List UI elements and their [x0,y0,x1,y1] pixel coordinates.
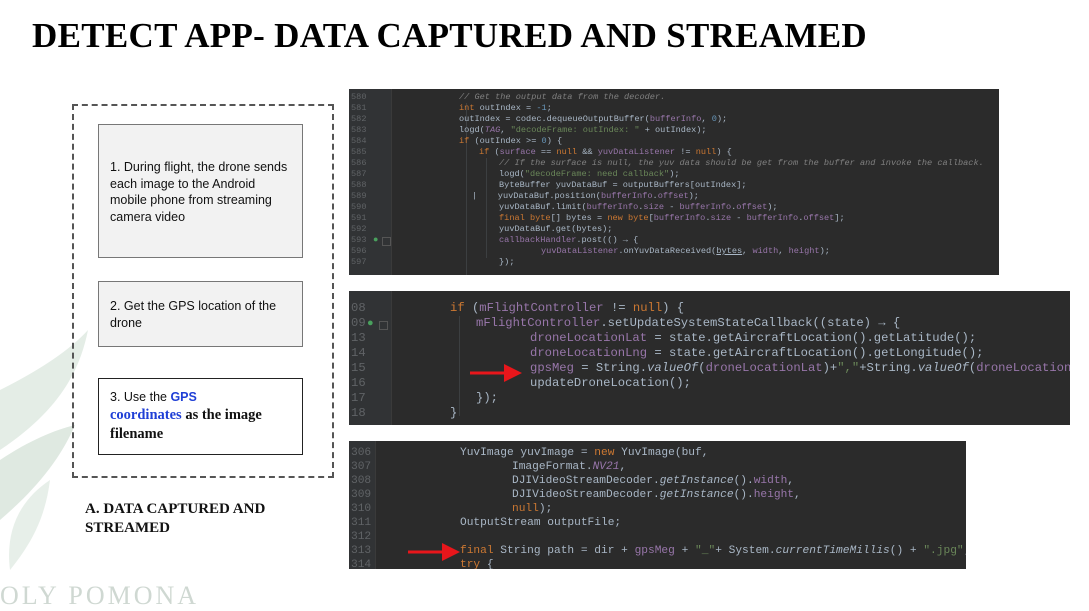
code-line: gpsMeg = String.valueOf(droneLocationLat… [530,361,1070,375]
code-panel-flight-controller: 08 09 13 14 15 16 17 18 ● if (mFlightCon… [349,291,1070,425]
line-number: 582 [351,114,367,124]
code-line: YuvImage yuvImage = new YuvImage(buf, [460,447,709,459]
code-line: }); [476,391,498,405]
code-line: if (surface == null && yuvDataListener !… [479,147,732,157]
slide-title: DETECT APP- DATA CAPTURED AND STREAMED [32,16,867,55]
caption-line-1: A. DATA CAPTURED AND [85,501,266,517]
section-caption: A. DATA CAPTURED AND STREAMED [85,500,325,538]
code-line: // Get the output data from the decoder. [459,92,666,102]
line-number: 314 [351,559,372,569]
red-arrow-icon [470,364,522,382]
line-number: 14 [351,346,366,360]
line-number: 312 [351,531,372,543]
code-line: final String path = dir + gpsMeg + "_"+ … [460,545,966,557]
step-1-box: 1. During flight, the drone sends each i… [98,124,303,258]
line-number: 597 [351,257,367,267]
line-number: 584 [351,136,367,146]
code-line: null); [512,503,553,515]
step-3-prefix: 3. Use the [110,390,171,404]
gutter-override-icon: ● [367,318,374,330]
steps-frame [72,104,334,478]
line-number: 306 [351,447,372,459]
line-number: 585 [351,147,367,157]
line-number: 593 [351,235,367,245]
line-number: 583 [351,125,367,135]
line-number: 590 [351,202,367,212]
code-line: int outIndex = -1; [459,103,552,113]
fold-icon [382,237,391,246]
code-line: logd(TAG, "decodeFrame: outIndex: " + ou… [459,125,707,135]
code-line: DJIVideoStreamDecoder.getInstance().heig… [512,489,801,501]
code-line: updateDroneLocation(); [530,376,691,390]
line-number: 592 [351,224,367,234]
code-line: try { [460,559,494,569]
line-number: 587 [351,169,367,179]
code-line: ImageFormat.NV21, [512,461,627,473]
line-number: 581 [351,103,367,113]
code-line: OutputStream outputFile; [460,517,622,529]
line-number: 08 [351,301,366,315]
line-gutter: 08 09 13 14 15 16 17 18 ● [349,291,392,425]
step-2-box: 2. Get the GPS location of the drone [98,281,303,347]
line-number: 588 [351,180,367,190]
code-line: droneLocationLat = state.getAircraftLoca… [530,331,977,345]
code-line: | yuvDataBuf.position(bufferInfo.offset)… [472,191,699,201]
code-line: yuvDataBuf.get(bytes); [499,224,613,234]
watermark-text: OLY POMONA [0,581,200,610]
step-3-gps: GPS [170,390,197,404]
line-number: 308 [351,475,372,487]
code-panel-save-image: 306 307 308 309 310 311 312 313 314 YuvI… [349,441,966,569]
line-number: 311 [351,517,372,529]
code-line: final byte[] bytes = new byte[bufferInfo… [499,213,845,223]
line-number: 580 [351,92,367,102]
code-line: DJIVideoStreamDecoder.getInstance().widt… [512,475,795,487]
step-3-coordinates: coordinates [110,406,182,423]
line-number: 586 [351,158,367,168]
step-3-box: 3. Use the GPS coordinates as the image … [98,378,303,455]
line-number: 16 [351,376,366,390]
code-line: ByteBuffer yuvDataBuf = outputBuffers[ou… [499,180,747,190]
code-line: if (outIndex >= 0) { [459,136,563,146]
line-number: 310 [351,503,372,515]
line-number: 591 [351,213,367,223]
line-number: 309 [351,489,372,501]
fold-icon [379,321,388,330]
indent-guide [486,158,487,258]
code-line: yuvDataBuf.limit(bufferInfo.size - buffe… [499,202,778,212]
code-line: }); [499,257,515,267]
code-line: droneLocationLng = state.getAircraftLoca… [530,346,984,360]
red-arrow-icon [408,543,460,561]
line-number: 18 [351,406,366,420]
step-3-suffix: as the image filename [110,406,262,442]
code-panel-decoder: 580 581 582 583 584 585 586 587 588 589 … [349,89,999,275]
code-line: yuvDataListener.onYuvDataReceived(bytes,… [541,246,830,256]
caption-line-2: STREAMED [85,520,171,536]
indent-guide [459,316,460,416]
code-line: } [450,406,458,420]
code-line: // If the surface is null, the yuv data … [499,158,984,168]
line-number: 307 [351,461,372,473]
indent-guide [466,103,467,275]
line-number: 17 [351,391,366,405]
line-number: 313 [351,545,372,557]
line-number: 09 [351,316,366,330]
line-number: 15 [351,361,366,375]
code-line: callbackHandler.post(() → { [499,235,639,245]
line-number: 13 [351,331,366,345]
gutter-override-icon: ● [373,235,379,245]
line-gutter: 580 581 582 583 584 585 586 587 588 589 … [349,89,392,275]
leaf-watermark-icon [0,330,88,570]
line-number: 596 [351,246,367,256]
code-line: mFlightController.setUpdateSystemStateCa… [476,316,901,330]
line-gutter: 306 307 308 309 310 311 312 313 314 [349,441,376,569]
code-line: logd("decodeFrame: need callback"); [499,169,680,179]
code-line: outIndex = codec.dequeueOutputBuffer(buf… [459,114,728,124]
line-number: 589 [351,191,367,201]
code-line: if (mFlightController != null) { [450,301,685,315]
